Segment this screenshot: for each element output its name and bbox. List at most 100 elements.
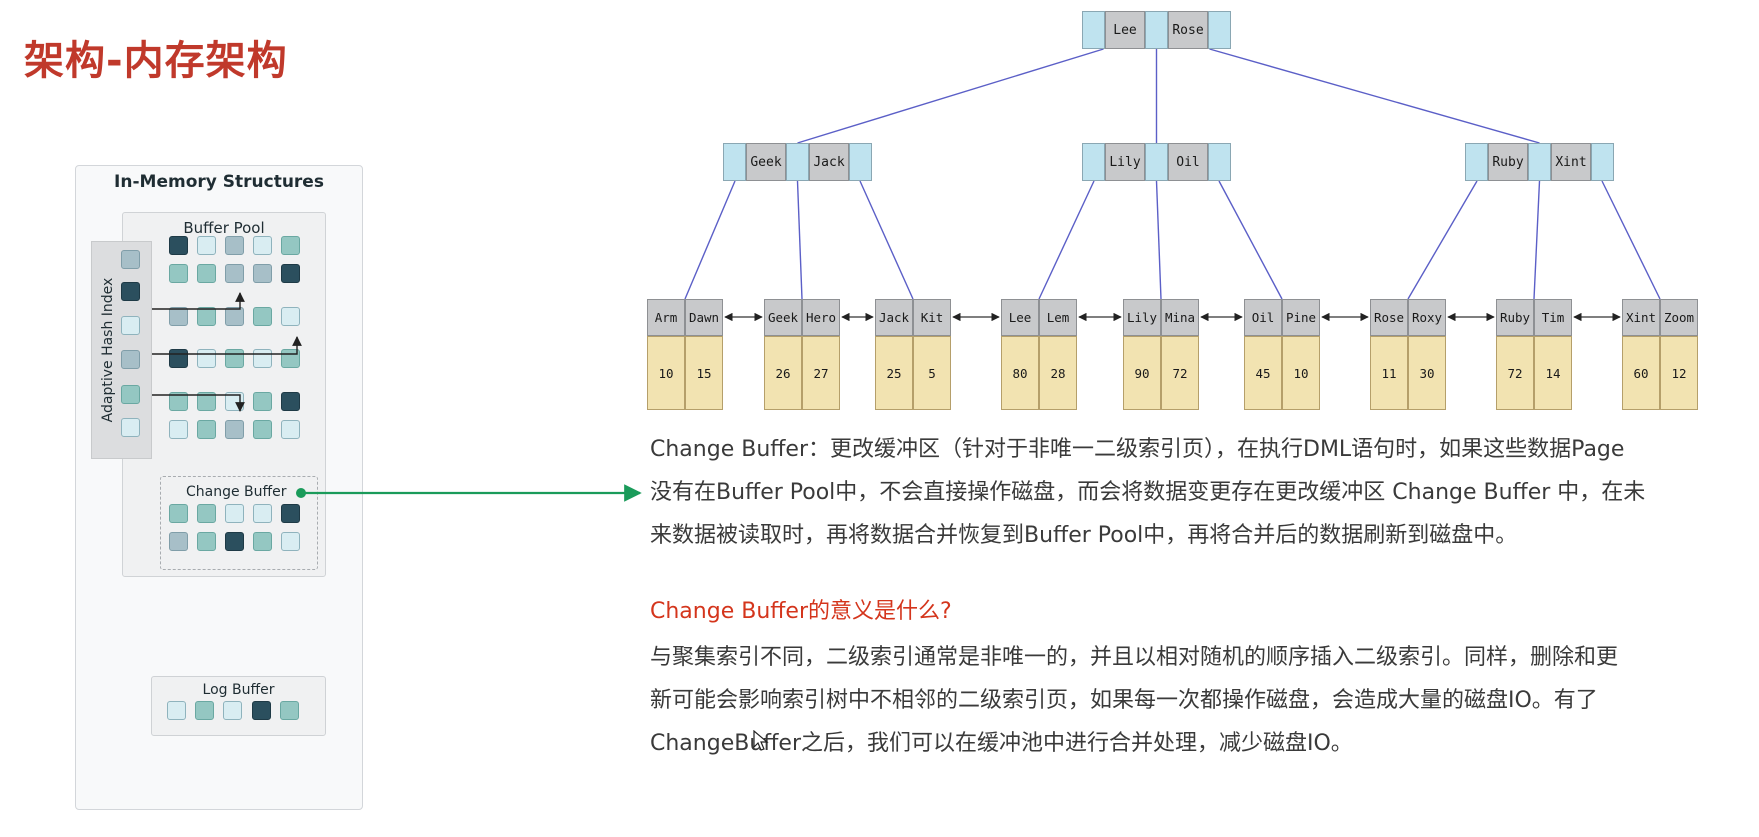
log-buffer-page [280,701,299,720]
root-node-key: Lee [1105,11,1145,49]
leaf-value: 72 [1161,336,1199,410]
leaf-value: 10 [647,336,685,410]
buffer-pool-page [281,236,300,255]
leaf-key: Jack [875,299,913,336]
tree-edge [1533,180,1541,300]
leaf-key: Hero [802,299,840,336]
leaf-value: 15 [685,336,723,410]
leaf-key: Lily [1123,299,1161,336]
leaf-key: Ruby [1496,299,1534,336]
tree-edge [1038,180,1095,300]
ahi-pointer-arrow [152,336,302,355]
leaf-value: 25 [875,336,913,410]
leaf-key: Pine [1282,299,1320,336]
buffer-pool-page [197,307,216,326]
log-buffer-page [195,701,214,720]
internal-node-pointer [1591,143,1614,181]
tree-edge [796,180,803,300]
root-node-key: Rose [1168,11,1208,49]
buffer-pool-page [281,264,300,283]
leaf-key: Xint [1622,299,1660,336]
leaf-value: 80 [1001,336,1039,410]
buffer-pool-page [253,264,272,283]
internal-node-key: Oil [1168,143,1208,181]
buffer-pool-page [225,236,244,255]
leaf-key: Arm [647,299,685,336]
page-title: 架构-内存架构 [24,38,288,84]
internal-node-pointer [1465,143,1488,181]
buffer-pool-page [197,264,216,283]
internal-node-key: Lily [1105,143,1145,181]
change-buffer-page [197,504,216,523]
buffer-pool-page [225,420,244,439]
internal-node-key: Xint [1551,143,1591,181]
definition-line: 来数据被读取时，再将数据合并恢复到Buffer Pool中，再将合并后的数据刷新… [650,523,1518,548]
leaf-value: 30 [1408,336,1446,410]
internal-node-pointer [786,143,809,181]
leaf-key: Dawn [685,299,723,336]
leaf-value: 45 [1244,336,1282,410]
change-buffer-box [160,476,318,570]
ahi-pointer-arrow [152,394,245,412]
definition-line: 没有在Buffer Pool中，不会直接操作磁盘，而会将数据变更存在更改缓冲区 … [650,480,1646,505]
internal-node-key: Geek [746,143,786,181]
root-node-pointer [1082,11,1105,49]
ahi-cell [121,350,140,369]
buffer-pool-page [169,307,188,326]
log-buffer-page [223,701,242,720]
leaf-key: Lem [1039,299,1077,336]
change-buffer-definition: Change Buffer：更改缓冲区（针对于非唯一二级索引页），在执行DML语… [650,428,1700,557]
leaf-value: 12 [1660,336,1698,410]
answer-line: ChangeBuffer之后，我们可以在缓冲池中进行合并处理，减少磁盘IO。 [650,731,1353,756]
change-buffer-page [225,532,244,551]
buffer-pool-page [253,420,272,439]
ahi-cell [121,250,140,269]
change-buffer-anchor-dot [296,488,306,498]
tree-edge [684,180,736,300]
leaf-key: Lee [1001,299,1039,336]
leaf-value: 11 [1370,336,1408,410]
leaf-value: 5 [913,336,951,410]
internal-node-pointer [1528,143,1551,181]
internal-node-pointer [849,143,872,181]
leaf-key: Zoom [1660,299,1698,336]
buffer-pool-page [281,307,300,326]
tree-edge [1155,180,1162,300]
answer-line: 新可能会影响索引树中不相邻的二级索引页，如果每一次都操作磁盘，会造成大量的磁盘I… [650,688,1598,713]
leaf-key: Roxy [1408,299,1446,336]
change-buffer-page [169,532,188,551]
change-buffer-page [253,504,272,523]
leaf-value: 27 [802,336,840,410]
buffer-pool-page [169,420,188,439]
internal-node-key: Jack [809,143,849,181]
internal-node-pointer [1145,143,1168,181]
change-buffer-page [197,532,216,551]
leaf-key: Oil [1244,299,1282,336]
tree-edge [1218,180,1283,300]
leaf-value: 10 [1282,336,1320,410]
buffer-pool-title: Buffer Pool [183,219,265,237]
buffer-pool-page [169,236,188,255]
leaf-value: 26 [764,336,802,410]
buffer-pool-page [197,236,216,255]
ahi-cell [121,418,140,437]
change-buffer-page [169,504,188,523]
change-buffer-page [281,504,300,523]
leaf-key: Rose [1370,299,1408,336]
ahi-cell [121,282,140,301]
tree-edges [684,48,1661,300]
tree-edge [1407,180,1478,300]
leaf-value: 72 [1496,336,1534,410]
leaf-key: Tim [1534,299,1572,336]
change-buffer-page [253,532,272,551]
definition-line: Change Buffer：更改缓冲区（针对于非唯一二级索引页），在执行DML语… [650,437,1625,462]
ahi-cell [121,385,140,404]
buffer-pool-page [225,264,244,283]
mouse-cursor-icon [753,730,769,751]
buffer-pool-page [253,236,272,255]
change-buffer-page [281,532,300,551]
leaf-value: 14 [1534,336,1572,410]
ahi-pointer-arrow [152,292,245,310]
tree-edge [1601,180,1661,300]
